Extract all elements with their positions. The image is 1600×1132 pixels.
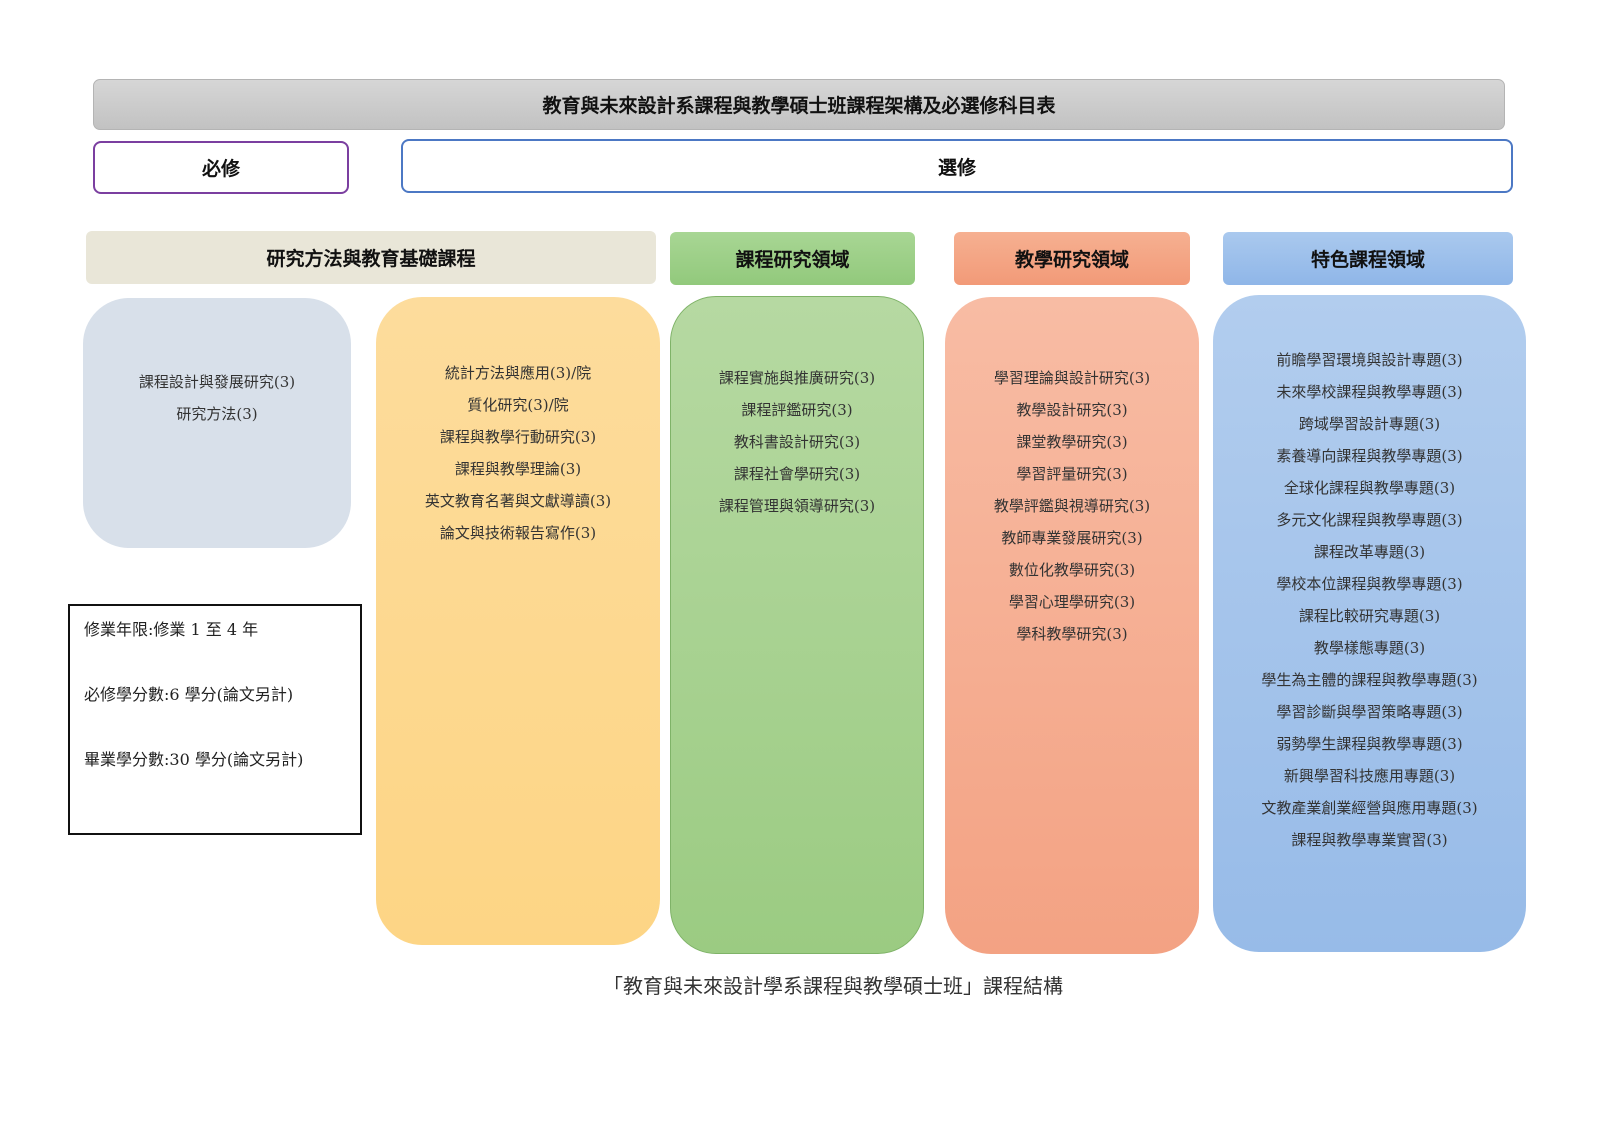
course-item: 學習評量研究(3) — [1016, 465, 1128, 483]
course-item: 教學設計研究(3) — [1016, 401, 1128, 419]
course-item: 學習診斷與學習策略專題(3) — [1276, 703, 1463, 721]
page-title: 教育與未來設計系課程與教學碩士班課程架構及必選修科目表 — [93, 79, 1505, 130]
course-item: 教學評鑑與視導研究(3) — [993, 497, 1151, 515]
category-header-featured: 特色課程領域 — [1223, 232, 1513, 285]
course-item: 課程設計與發展研究(3) — [138, 373, 296, 391]
category-header-curriculum: 課程研究領域 — [670, 232, 915, 285]
required-courses-panel: 課程設計與發展研究(3) 研究方法(3) — [83, 298, 351, 548]
course-item: 新興學習科技應用專題(3) — [1283, 767, 1456, 785]
category-header-foundation: 研究方法與教育基礎課程 — [86, 231, 656, 284]
course-item: 前瞻學習環境與設計專題(3) — [1276, 351, 1463, 369]
course-item: 課程與教學專業實習(3) — [1291, 831, 1448, 849]
study-duration: 修業年限:修業 1 至 4 年 — [84, 620, 259, 639]
course-item: 學科教學研究(3) — [1016, 625, 1128, 643]
course-item: 課程改革專題(3) — [1313, 543, 1426, 561]
course-item: 教師專業發展研究(3) — [1001, 529, 1143, 547]
course-item: 課程評鑑研究(3) — [741, 401, 853, 419]
course-item: 多元文化課程與教學專題(3) — [1276, 511, 1463, 529]
course-item: 學習理論與設計研究(3) — [993, 369, 1151, 387]
course-item: 未來學校課程與教學專題(3) — [1276, 383, 1463, 401]
course-item: 學生為主體的課程與教學專題(3) — [1261, 671, 1478, 689]
course-item: 課程實施與推廣研究(3) — [718, 369, 876, 387]
course-item: 跨域學習設計專題(3) — [1298, 415, 1441, 433]
elective-label: 選修 — [401, 139, 1513, 193]
teaching-courses-panel: 學習理論與設計研究(3) 教學設計研究(3) 課堂教學研究(3) 學習評量研究(3) 教… — [945, 297, 1199, 954]
figure-caption: 「教育與未來設計學系課程與教學碩士班」課程結構 — [603, 974, 1063, 998]
course-item: 全球化課程與教學專題(3) — [1283, 479, 1456, 497]
course-item: 質化研究(3)/院 — [467, 396, 569, 414]
course-item: 論文與技術報告寫作(3) — [439, 524, 597, 542]
course-item: 課程與教學行動研究(3) — [439, 428, 597, 446]
course-item: 學習心理學研究(3) — [1008, 593, 1136, 611]
course-item: 數位化教學研究(3) — [1008, 561, 1136, 579]
course-item: 英文教育名著與文獻導讀(3) — [424, 492, 612, 510]
course-item: 教學樣態專題(3) — [1313, 639, 1426, 657]
course-item: 弱勢學生課程與教學專題(3) — [1276, 735, 1463, 753]
required-label: 必修 — [93, 141, 349, 194]
course-item: 課程與教學理論(3) — [454, 460, 582, 478]
course-item: 課程社會學研究(3) — [733, 465, 861, 483]
curriculum-courses-panel: 課程實施與推廣研究(3) 課程評鑑研究(3) 教科書設計研究(3) 課程社會學研究(3… — [670, 296, 924, 954]
course-item: 素養導向課程與教學專題(3) — [1276, 447, 1463, 465]
graduation-credits: 畢業學分數:30 學分(論文另計) — [84, 750, 304, 769]
course-item: 課程比較研究專題(3) — [1298, 607, 1441, 625]
course-item: 統計方法與應用(3)/院 — [444, 364, 592, 382]
course-item: 課堂教學研究(3) — [1016, 433, 1128, 451]
study-info-box: 修業年限:修業 1 至 4 年 必修學分數:6 學分(論文另計) 畢業學分數:3… — [68, 604, 362, 835]
required-credits: 必修學分數:6 學分(論文另計) — [84, 685, 294, 704]
course-item: 研究方法(3) — [176, 405, 258, 423]
course-item: 文教產業創業經營與應用專題(3) — [1261, 799, 1478, 817]
course-item: 學校本位課程與教學專題(3) — [1276, 575, 1463, 593]
course-item: 課程管理與領導研究(3) — [718, 497, 876, 515]
course-item: 教科書設計研究(3) — [733, 433, 861, 451]
foundation-electives-panel: 統計方法與應用(3)/院質化研究(3)/院課程與教學行動研究(3) 課程與教學理論… — [376, 297, 660, 945]
featured-courses-panel: 前瞻學習環境與設計專題(3) 未來學校課程與教學專題(3) 跨域學習設計專題(3) 素… — [1213, 295, 1526, 952]
category-header-teaching: 教學研究領域 — [954, 232, 1190, 285]
